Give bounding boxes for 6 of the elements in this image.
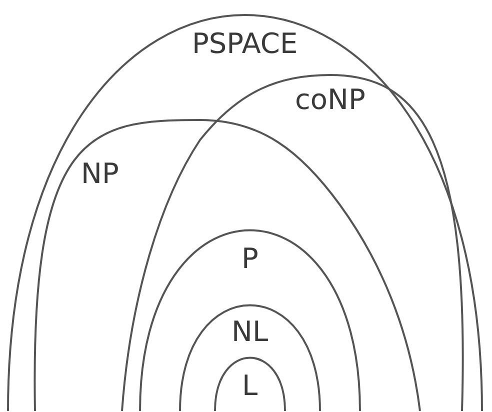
class-label: NP [81, 160, 119, 188]
class-label: PSPACE [192, 30, 298, 58]
class-label: L [242, 372, 258, 400]
class-label: P [242, 245, 258, 273]
class-label: coNP [295, 86, 366, 114]
class-label: NL [232, 318, 268, 346]
